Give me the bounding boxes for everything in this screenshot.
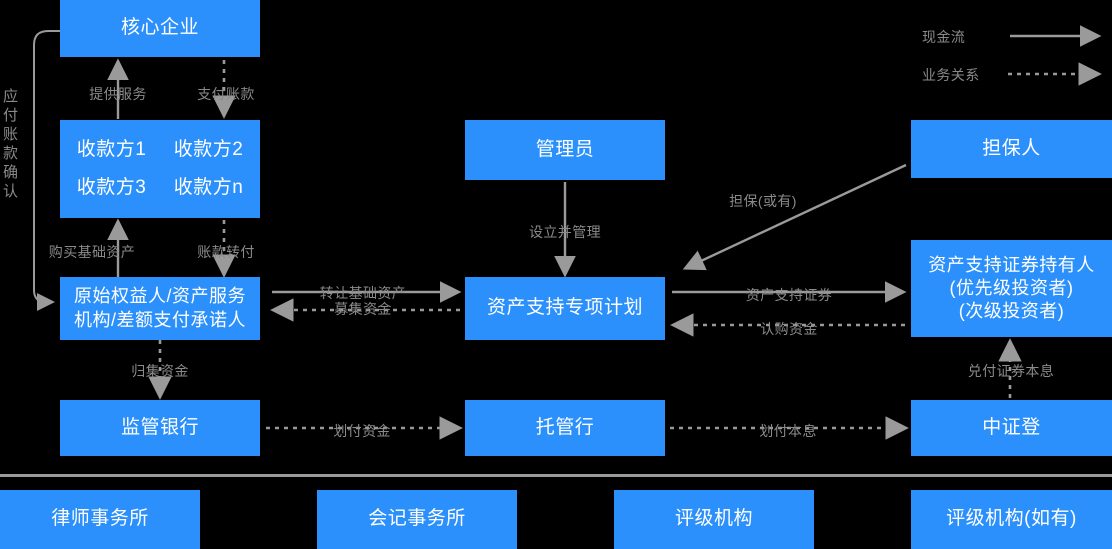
node-originator[interactable]: 原始权益人/资产服务 机构/差额支付承诺人	[60, 277, 260, 340]
edge-label-transfer-funds: 划付资金	[333, 423, 391, 439]
edge-label-raise-funds: 募集资金	[334, 301, 392, 317]
node-core-enterprise[interactable]: 核心企业	[60, 0, 260, 57]
edge-label-provide-service: 提供服务	[89, 86, 147, 102]
node-csdc-label: 中证登	[982, 416, 1041, 438]
node-abs-plan[interactable]: 资产支持专项计划	[465, 277, 665, 340]
node-law-firm[interactable]: 律师事务所	[0, 490, 200, 549]
legend-label-business: 业务关系	[922, 67, 980, 83]
edge-label-subscription-funds: 认购资金	[760, 321, 818, 337]
node-law-firm-label: 律师事务所	[51, 508, 149, 530]
payee-3: 收款方3	[76, 177, 147, 198]
node-abs-holders-label-line3: (次级投资者)	[958, 301, 1065, 322]
payee-1: 收款方1	[76, 138, 147, 160]
node-originator-label-line1: 原始权益人/资产服务	[73, 286, 246, 307]
edge-label-abs-securities: 资产支持证券	[745, 287, 833, 303]
node-custodian-bank[interactable]: 托管行	[465, 400, 665, 456]
node-abs-plan-label: 资产支持专项计划	[486, 297, 643, 319]
node-custodian-bank-label: 托管行	[535, 416, 595, 438]
node-guarantor[interactable]: 担保人	[911, 120, 1112, 178]
node-rating-agency-optional-label: 评级机构(如有)	[946, 508, 1077, 530]
edge-label-redeem-principal-interest: 兑付证券本息	[967, 363, 1055, 379]
edge-label-collect-funds: 归集资金	[131, 363, 189, 379]
node-payees[interactable]: 收款方1 收款方2 收款方3 收款方n	[60, 120, 260, 218]
node-rating-agency[interactable]: 评级机构	[614, 490, 814, 549]
edge-label-guarantee: 担保(或有)	[729, 193, 797, 209]
section-divider	[0, 474, 1112, 477]
node-csdc[interactable]: 中证登	[911, 400, 1112, 456]
node-manager-label: 管理员	[535, 138, 595, 160]
node-abs-holders-label-line1: 资产支持证券持有人	[928, 254, 1095, 275]
node-accounting-firm[interactable]: 会记事务所	[317, 490, 517, 549]
edge-guarantee	[682, 163, 907, 271]
edge-label-transfer-base-asset: 转让基础资产	[319, 285, 407, 301]
legend-label-cashflow: 现金流	[922, 29, 966, 45]
payee-grid: 收款方1 收款方2 收款方3 收款方n	[60, 138, 260, 201]
node-supervising-bank[interactable]: 监管银行	[60, 400, 260, 456]
node-guarantor-label: 担保人	[982, 137, 1041, 159]
edge-label-pay-account: 支付账款	[197, 86, 255, 102]
node-supervising-bank-label: 监管银行	[120, 416, 199, 438]
payee-n: 收款方n	[173, 177, 244, 198]
node-abs-holders-label-line2: (优先级投资者)	[949, 277, 1074, 298]
node-core-enterprise-label: 核心企业	[120, 17, 199, 39]
node-rating-agency-optional[interactable]: 评级机构(如有)	[911, 490, 1112, 549]
edge-label-buy-base-asset: 购买基础资产	[48, 244, 136, 260]
payee-2: 收款方2	[173, 138, 244, 160]
node-accounting-firm-label: 会记事务所	[368, 508, 466, 530]
edge-label-setup-and-manage: 设立并管理	[529, 224, 601, 240]
node-manager[interactable]: 管理员	[465, 120, 665, 180]
node-abs-holders[interactable]: 资产支持证券持有人 (优先级投资者) (次级投资者)	[911, 240, 1112, 337]
node-originator-label-line2: 机构/差额支付承诺人	[73, 309, 246, 330]
side-label-payable-confirm: 应付账款确认	[1, 88, 18, 202]
edge-label-transfer-payment: 账款转付	[197, 244, 255, 260]
node-rating-agency-label: 评级机构	[674, 508, 753, 530]
edge-label-transfer-principal-interest: 划付本息	[759, 423, 817, 439]
